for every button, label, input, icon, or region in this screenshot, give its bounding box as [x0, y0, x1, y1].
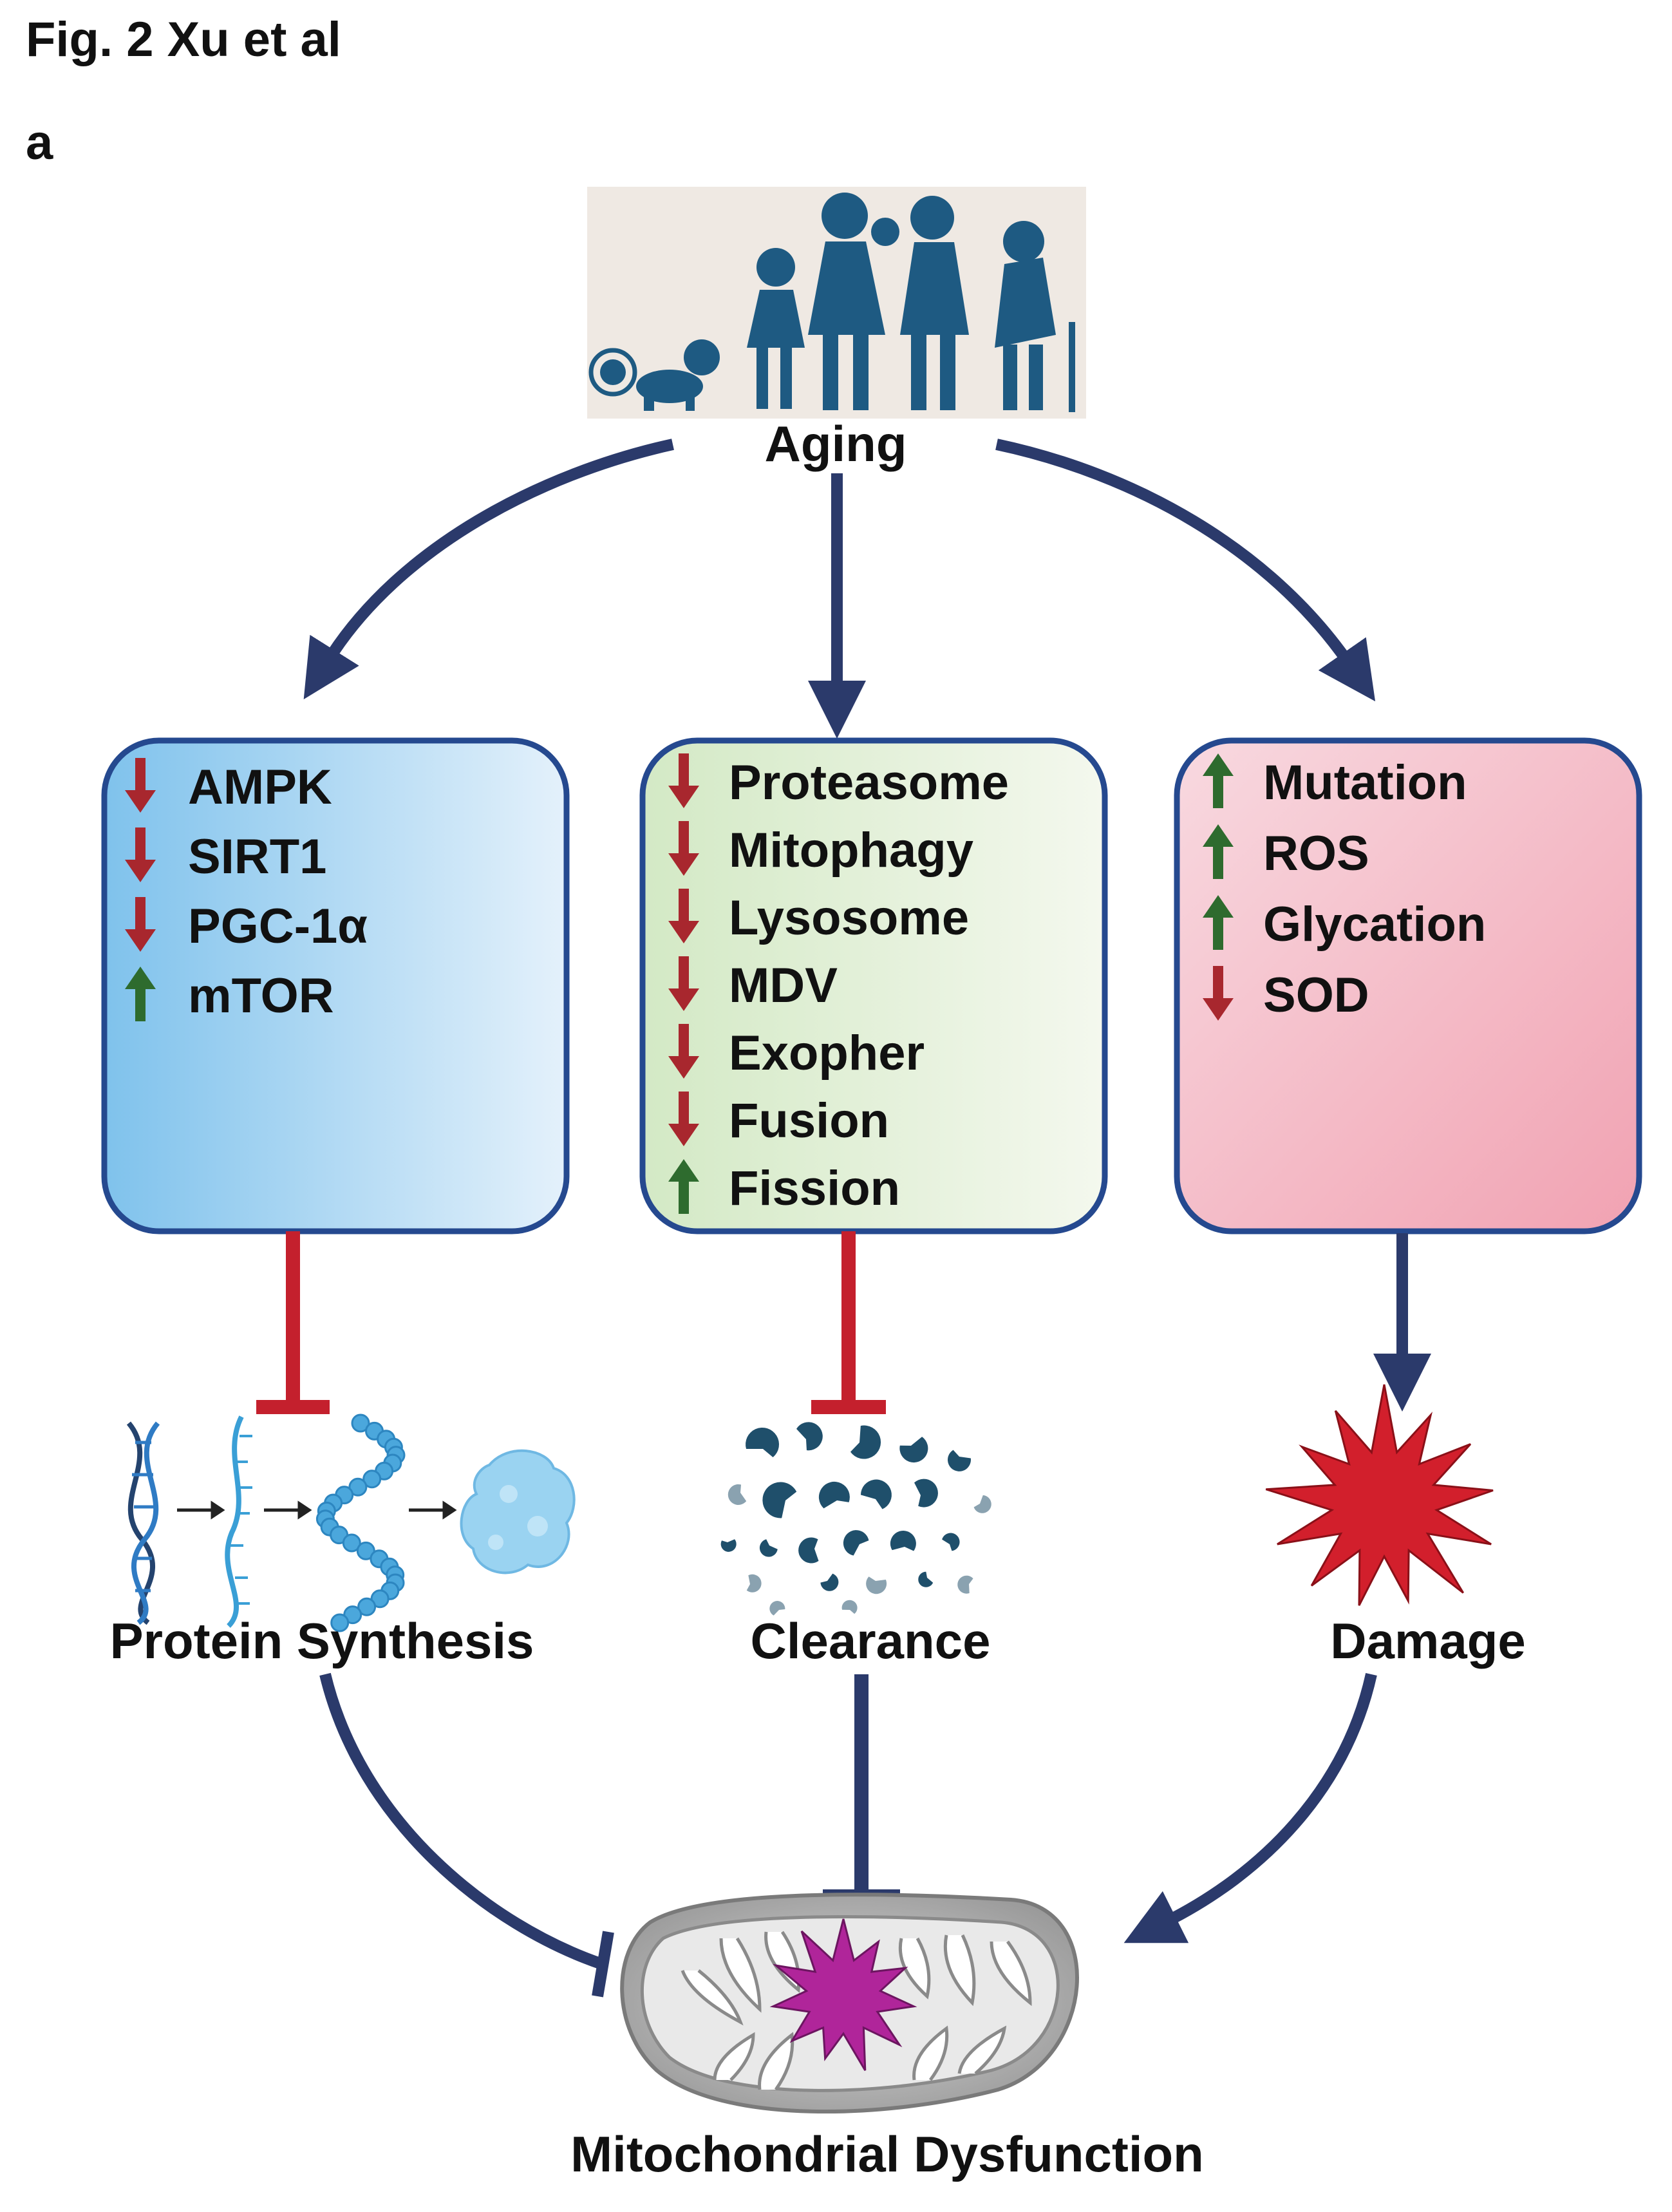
- box-item-label: Fission: [729, 1161, 900, 1216]
- protein-synthesis-label: Protein Synthesis: [110, 1612, 534, 1669]
- down-arrow-icon: [668, 889, 699, 943]
- up-arrow-icon: [1203, 753, 1234, 808]
- box-item-label: AMPK: [188, 760, 332, 815]
- up-arrow-icon: [1203, 895, 1234, 950]
- box-item-label: Proteasome: [729, 755, 1009, 810]
- down-arrow-icon: [125, 758, 156, 813]
- aging-label: Aging: [765, 415, 907, 472]
- down-arrow-icon: [125, 827, 156, 882]
- down-arrow-icon: [668, 753, 699, 808]
- down-arrow-icon: [668, 1024, 699, 1079]
- box-item-label: ROS: [1263, 826, 1369, 881]
- up-arrow-icon: [1203, 824, 1234, 879]
- box-item-label: Mutation: [1263, 755, 1467, 810]
- down-arrow-icon: [125, 897, 156, 952]
- down-arrow-icon: [668, 821, 699, 876]
- peptide-chain-icon: [315, 1413, 406, 1632]
- mitochondrion-icon: [620, 1893, 1079, 2114]
- synthesis-to-mito-inhibition: [319, 1672, 614, 1998]
- flow-arrows: [177, 1500, 457, 1520]
- clearance-inhibition: [811, 1231, 886, 1414]
- box-item-label: Lysosome: [729, 891, 969, 945]
- box-item-label: SOD: [1263, 968, 1369, 1023]
- box-item-label: PGC-1α: [188, 899, 368, 954]
- stress-box: [1174, 737, 1642, 1234]
- box-item-label: Fusion: [729, 1093, 889, 1148]
- mitochondrial-dysfunction-label: Mitochondrial Dysfunction: [570, 2126, 1204, 2182]
- signaling-box: [101, 737, 570, 1234]
- figure-label: Fig. 2 Xu et al: [26, 12, 341, 67]
- damage-to-mito-arrow: [1123, 1673, 1377, 1943]
- up-arrow-icon: [668, 1159, 699, 1214]
- clearance-label: Clearance: [751, 1612, 991, 1669]
- synthesis-inhibition: [256, 1231, 330, 1414]
- box-item-label: mTOR: [188, 969, 334, 1023]
- up-arrow-icon: [125, 967, 156, 1021]
- panel-label: a: [26, 115, 53, 170]
- mrna-icon: [225, 1415, 252, 1628]
- folded-protein-icon: [460, 1449, 576, 1574]
- box-item-label: SIRT1: [188, 829, 326, 884]
- down-arrow-icon: [668, 956, 699, 1011]
- aging-to-right-arrow: [995, 439, 1376, 702]
- clearance-to-mito-inhibition: [823, 1674, 900, 1904]
- down-arrow-icon: [668, 1092, 699, 1146]
- box-item-label: Mitophagy: [729, 823, 973, 878]
- damage-starburst-icon: [1265, 1384, 1494, 1606]
- box-item-label: Exopher: [729, 1026, 925, 1081]
- dna-icon: [126, 1421, 160, 1625]
- down-arrow-icon: [1203, 966, 1234, 1021]
- protein-fragments-icon: [720, 1422, 991, 1616]
- box-item-label: MDV: [729, 958, 838, 1013]
- quality-control-box: [639, 737, 1108, 1234]
- aging-silhouettes-icon: [587, 187, 1086, 419]
- box-item-label: Glycation: [1263, 897, 1486, 952]
- damage-label: Damage: [1330, 1612, 1525, 1669]
- dysfunction-starburst-icon: [769, 1918, 917, 2071]
- aging-to-left-arrow: [303, 439, 674, 699]
